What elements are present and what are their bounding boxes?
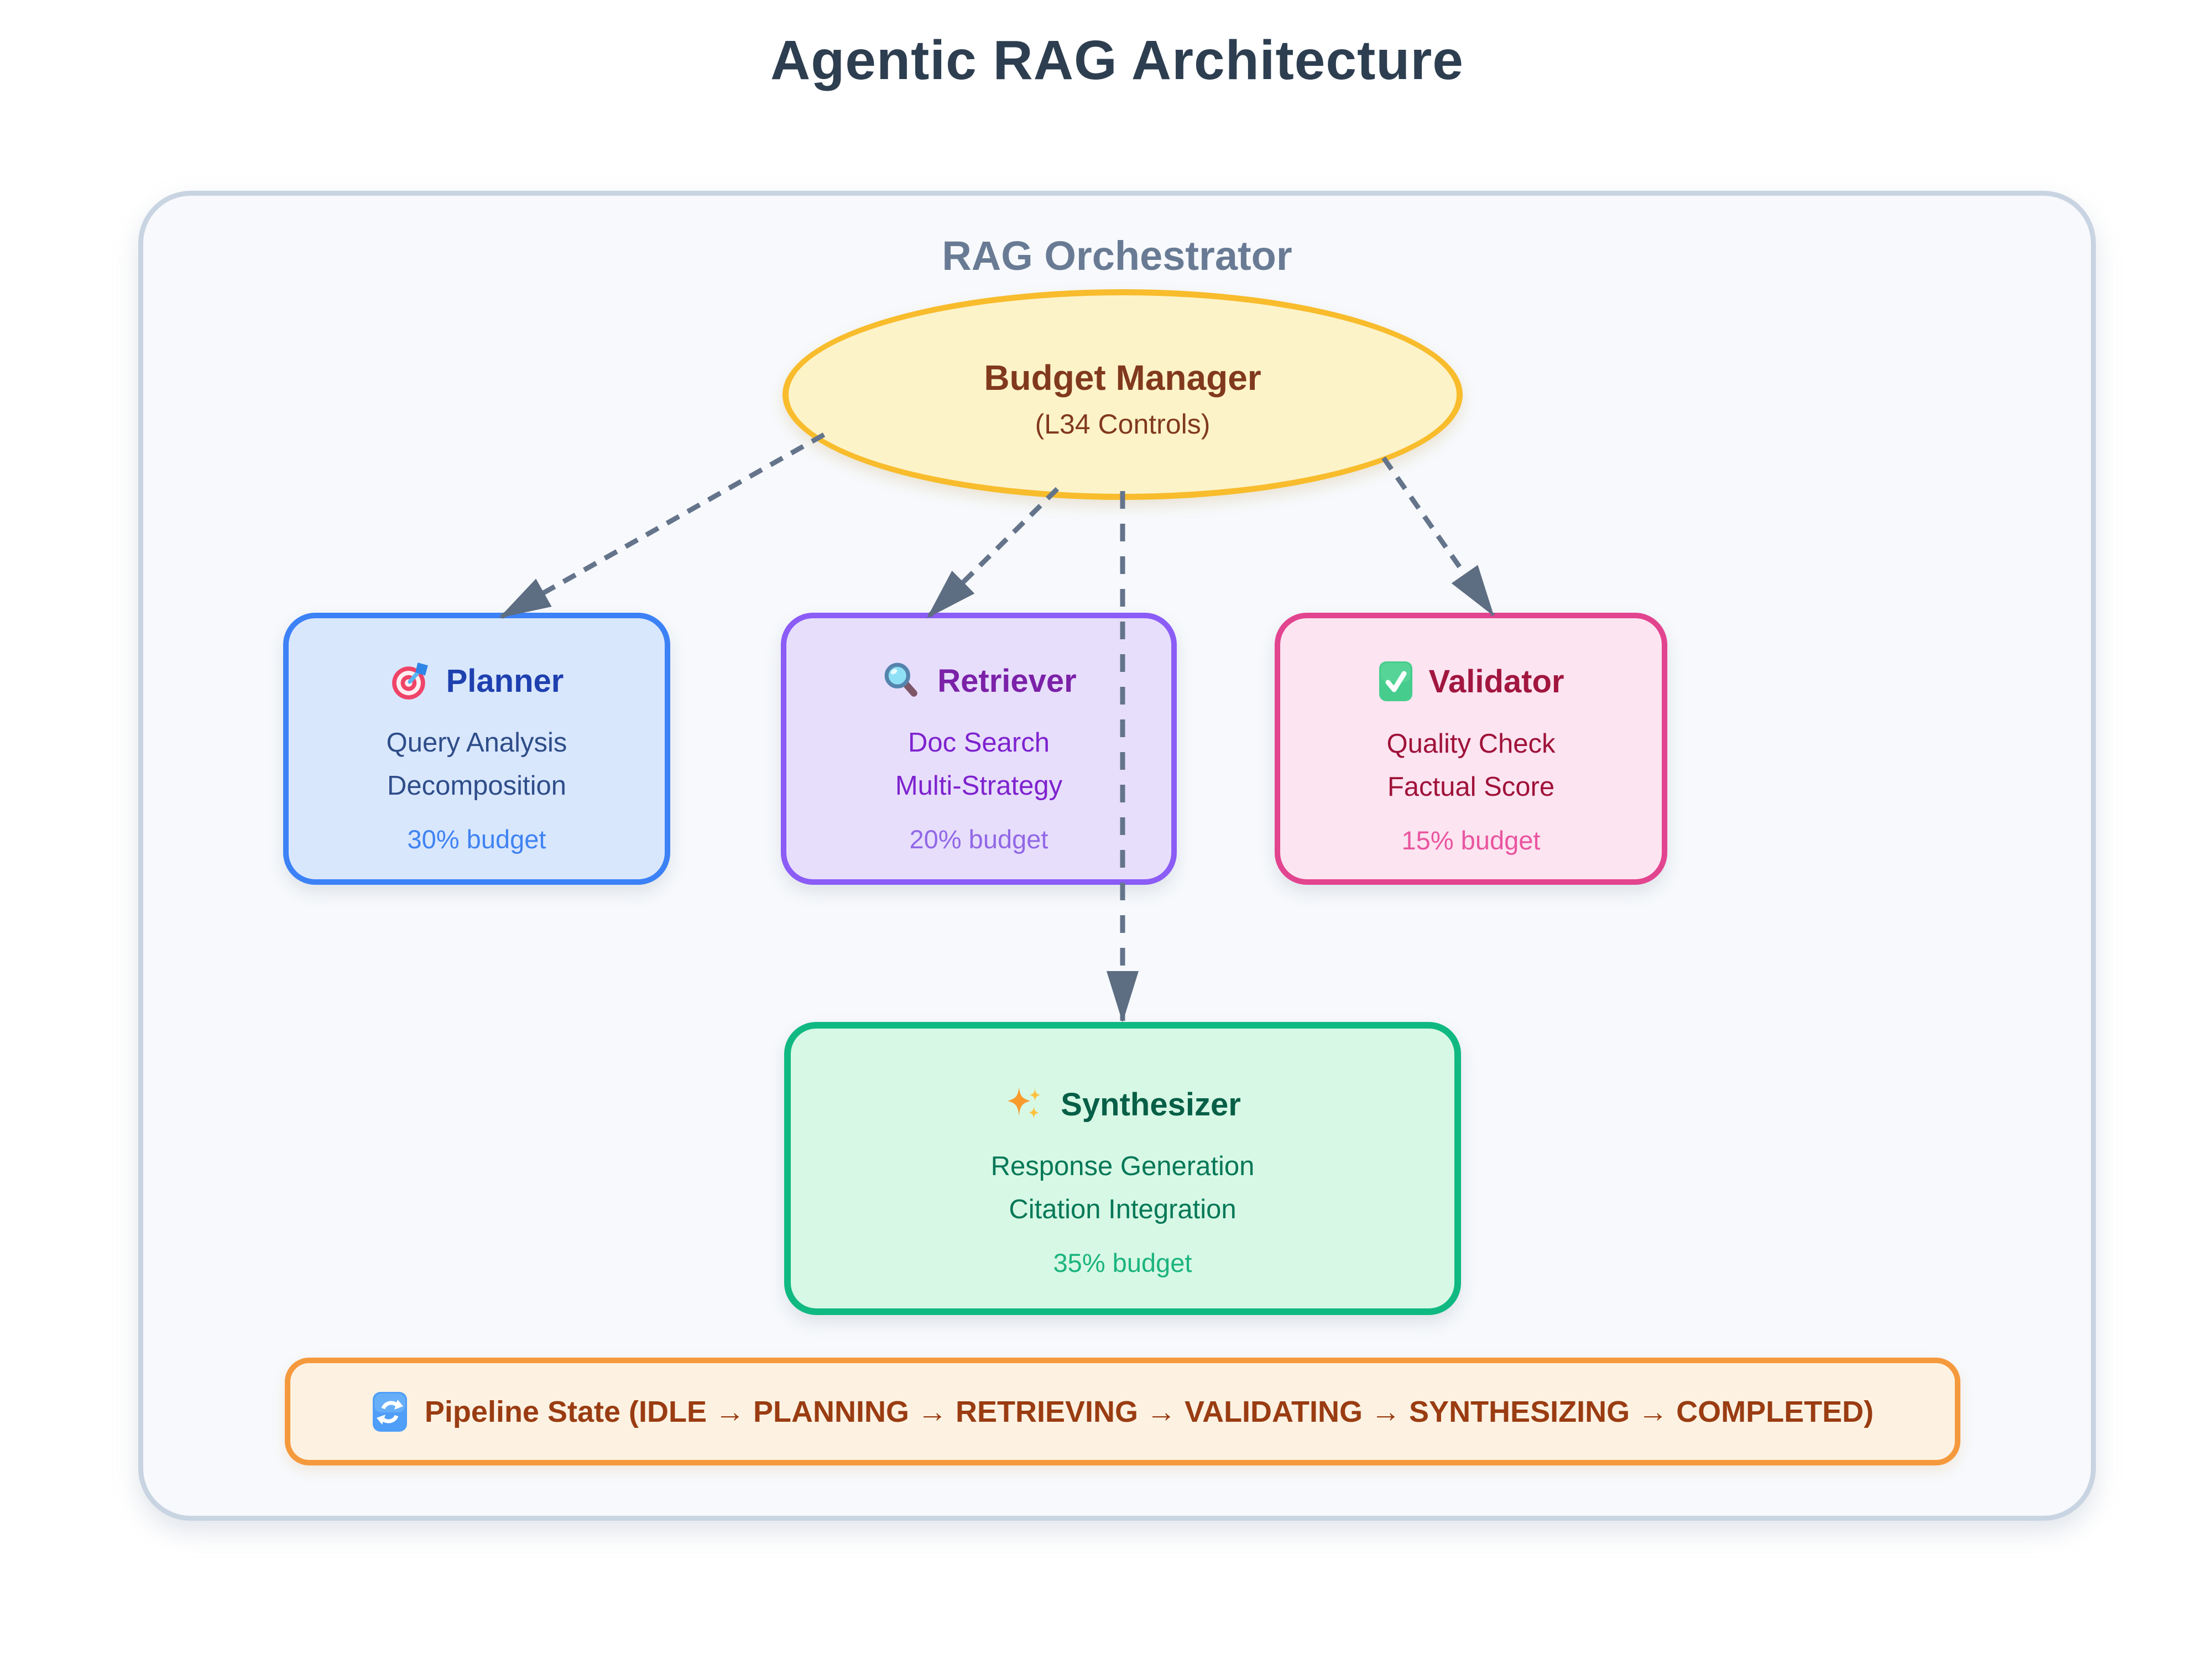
- page-title: Agentic RAG Architecture: [770, 29, 1464, 91]
- agent-budget: 30% budget: [407, 825, 546, 854]
- agent-line: Factual Score: [1387, 772, 1555, 802]
- pipeline-state-bar: Pipeline State (IDLE → PLANNING → RETRIE…: [285, 1358, 1960, 1465]
- agent-budget: 35% budget: [1053, 1248, 1192, 1277]
- agent-line: Doc Search: [907, 728, 1050, 758]
- sparkles-icon: [1004, 1084, 1045, 1125]
- pipeline-state-label: Pipeline State (IDLE → PLANNING → RETRIE…: [424, 1395, 1874, 1428]
- agent-name: Validator: [1428, 663, 1564, 700]
- agent-line: Multi-Strategy: [895, 771, 1063, 801]
- agent-line: Decomposition: [387, 771, 567, 801]
- agent-line: Citation Integration: [1009, 1194, 1237, 1224]
- refresh-icon: [372, 1391, 408, 1432]
- agent-line: Response Generation: [990, 1151, 1255, 1181]
- check-icon: [1378, 660, 1413, 702]
- agent-name: Synthesizer: [1061, 1086, 1241, 1123]
- agent-card-retriever: Retriever Doc Search Multi-Strategy 20% …: [781, 613, 1177, 885]
- agent-card-validator: Validator Quality Check Factual Score 15…: [1275, 613, 1667, 885]
- budget-manager-title: Budget Manager: [984, 357, 1261, 398]
- agent-name: Retriever: [937, 662, 1077, 699]
- magnifier-icon: [881, 660, 922, 701]
- rag-orchestrator-label: RAG Orchestrator: [942, 233, 1292, 279]
- agent-line: Quality Check: [1386, 729, 1556, 759]
- agent-card-planner: Planner Query Analysis Decomposition 30%…: [283, 613, 670, 885]
- budget-manager-subtitle: (L34 Controls): [1035, 408, 1211, 440]
- agent-line: Query Analysis: [386, 728, 567, 758]
- agent-budget: 20% budget: [909, 825, 1048, 854]
- agent-name: Planner: [446, 662, 564, 699]
- agent-budget: 15% budget: [1401, 826, 1541, 855]
- agent-card-synthesizer: Synthesizer Response Generation Citation…: [784, 1022, 1461, 1315]
- budget-manager-node: Budget Manager (L34 Controls): [782, 289, 1463, 500]
- target-icon: [390, 660, 431, 701]
